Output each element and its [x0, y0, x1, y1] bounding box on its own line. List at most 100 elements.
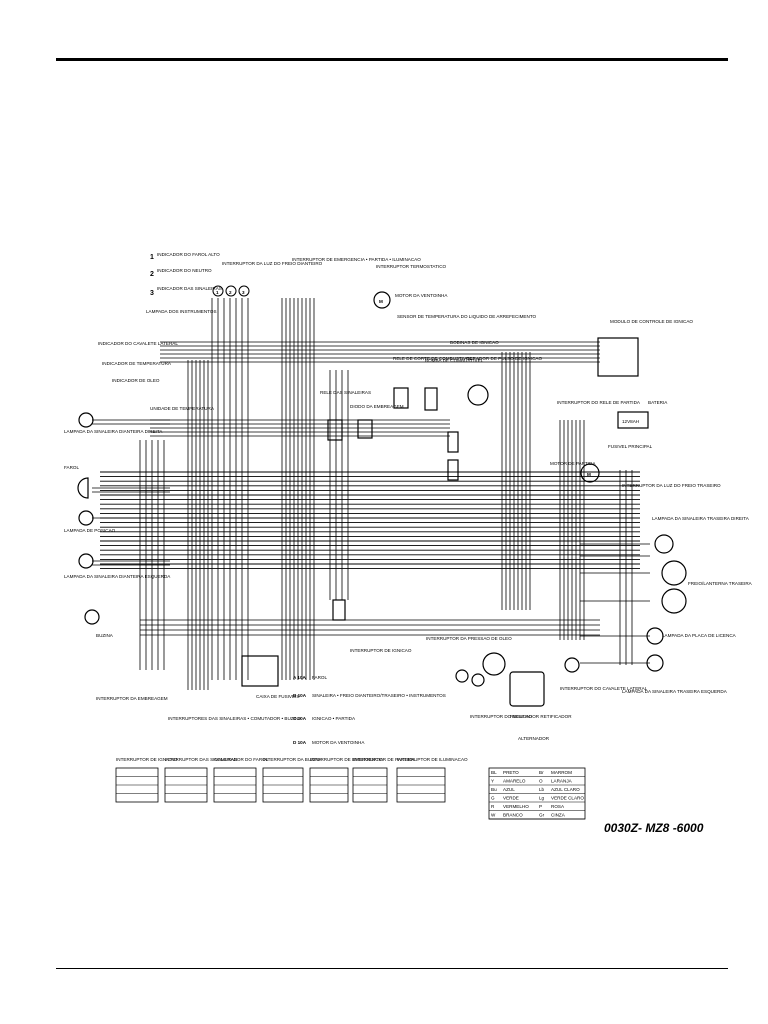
wire-harness: [92, 298, 650, 690]
label-caixa-fusiveis: CAIXA DE FUSIVEIS: [256, 694, 299, 699]
fuse-a-text: FAROL: [312, 675, 328, 680]
side-stand-switch-symbol: [564, 657, 580, 673]
regulator-symbol: [509, 671, 545, 707]
label-interruptor-ignicao: INTERRUPTOR DE IGNICAO: [350, 648, 412, 653]
label-interruptor-embreagem: INTERRUPTOR DA EMBREAGEM: [96, 696, 168, 701]
turn-relay: [327, 419, 343, 441]
fuse-d-rating: D 10A: [293, 740, 307, 745]
label-sinaleira-dianteira-esquerda: LAMPADA DA SINALEIRA DIANTEIRA ESQUERDA: [64, 574, 171, 579]
color-code-cell: Y: [491, 779, 494, 784]
switch-title-partida: INTERRUPTOR DE PARTIDA: [353, 757, 415, 762]
label-regulador: REGULADOR RETIFICADOR: [510, 714, 572, 719]
front-right-turn-lamp: [78, 412, 94, 428]
label-sinaleira-traseira-direita: LAMPADA DA SINALEIRA TRASEIRA DIREITA: [652, 516, 750, 521]
label-indicador-oleo: INDICADOR DE OLEO: [112, 378, 160, 383]
label-lampada-posicao: LAMPADA DE POSICAO: [64, 528, 116, 533]
svg-text:M: M: [587, 472, 591, 477]
label-bateria: BATERIA: [648, 400, 668, 405]
horn-symbol: [84, 609, 100, 625]
color-code-cell: O: [539, 779, 543, 784]
rear-right-turn-lamp: [654, 534, 674, 554]
label-motor-ventoinha: MOTOR DA VENTOINHA: [395, 293, 448, 298]
color-code-cell: AZUL: [503, 787, 515, 792]
legend-text-3: INDICADOR DAS SINALEIRAS: [157, 286, 222, 291]
label-buzina: BUZINA: [96, 633, 114, 638]
bottom-rule: [56, 968, 728, 969]
color-code-cell: VERDE: [503, 796, 519, 801]
label-interruptor-emergencia: INTERRUPTOR DE EMERGENCIA • PARTIDA • IL…: [292, 257, 421, 262]
color-code-cell: PRETO: [503, 770, 519, 775]
color-code-cell: AMARELO: [503, 779, 526, 784]
color-code-cell: Lb: [539, 787, 545, 792]
neutral-switch-symbol: [471, 673, 485, 687]
legend-num-3: 3: [150, 290, 154, 297]
switch-title-farol: COMUTADOR DO FAROL: [214, 757, 269, 762]
ignition-module: [597, 337, 639, 377]
switch-title-buzina: INTERRUPTOR DA BUZINA: [263, 757, 323, 762]
fuse-box-symbol: [241, 655, 279, 687]
label-interruptor-pressao-oleo: INTERRUPTOR DA PRESSAO DE OLEO: [426, 636, 512, 641]
label-indicador-temperatura: INDICADOR DE TEMPERATURA: [102, 361, 172, 366]
color-code-cell: VERMELHO: [503, 804, 529, 809]
alternator-symbol: [482, 652, 506, 676]
battery-symbol: [617, 411, 649, 429]
color-code-cell: Gr: [539, 813, 545, 818]
color-code-cell: BL: [491, 770, 497, 775]
color-code-cell: Bu: [491, 787, 497, 792]
switch-title-emergencia: INTERRUPTOR DE EMERGENCIA: [310, 757, 384, 762]
label-bobinas-ignicao: BOBINAS DE IGNICAO: [450, 340, 499, 345]
component-labels: LAMPADA DOS INSTRUMENTOS INTERRUPTOR DA …: [64, 257, 753, 741]
top-rule: [56, 58, 728, 61]
label-rele-sinaleiras: RELE DAS SINALEIRAS: [320, 390, 371, 395]
color-code-cell: MARROM: [551, 770, 572, 775]
label-interruptor-rele-partida: INTERRUPTOR DO RELE DE PARTIDA: [557, 400, 641, 405]
legend-text-2: INDICADOR DO NEUTRO: [157, 268, 212, 273]
oil-pressure-switch-symbol: [455, 669, 469, 683]
label-farol: FAROL: [64, 465, 80, 470]
label-rele-corte: RELE DE CORTE DE COMBUSTIVEL: [393, 356, 472, 361]
legend-num-1: 1: [150, 254, 154, 261]
label-lampada-instrumentos: LAMPADA DOS INSTRUMENTOS: [146, 309, 217, 314]
fuse-a-rating: A 10A: [293, 675, 307, 680]
fuse-b-text: SINALEIRA • FREIO DIANTEIRO/TRASEIRO • I…: [312, 693, 446, 698]
fuel-cut-relay: [393, 387, 409, 409]
label-fusivel-principal: FUSIVEL PRINCIPAL: [608, 444, 653, 449]
fuse-d-text: MOTOR DA VENTOINHA: [312, 740, 365, 745]
switch-title-iluminacao: INTERRUPTOR DE ILUMINACAO: [397, 757, 468, 762]
label-freio-lanterna: FREIO/LANTERNA TRASEIRA: [688, 581, 753, 586]
fuse-c-rating: C 10A: [293, 716, 307, 721]
position-lamp: [78, 510, 94, 526]
label-motor-partida: MOTOR DE PARTIDA: [550, 461, 596, 466]
components: M M 12V8AH: [77, 291, 687, 707]
label-interruptor-luz-freio-dianteiro: INTERRUPTOR DA LUZ DO FREIO DIANTEIRO: [222, 261, 323, 266]
color-code-cell: Lg: [539, 796, 545, 801]
switch-tables: INTERRUPTOR DE IGNICAO INTERRUPTOR DAS S…: [115, 757, 468, 803]
indicator-bulbs: 1 2 3: [212, 285, 250, 297]
pulse-generator: [467, 384, 489, 406]
rear-left-turn-lamp: [646, 654, 664, 672]
ignition-coil-1: [447, 431, 459, 453]
label-lampada-placa: LAMPADA DA PLACA DE LICENCA: [662, 633, 737, 638]
fuse-c-text: IGNICAO • PARTIDA: [312, 716, 356, 721]
svg-text:2: 2: [229, 290, 232, 295]
label-sinaleira-traseira-esquerda: LAMPADA DA SINALEIRA TRASEIRA ESQUERDA: [622, 689, 728, 694]
color-code-cell: CINZA: [551, 813, 566, 818]
fuel-pump: [424, 387, 438, 411]
svg-text:12V8AH: 12V8AH: [622, 419, 639, 424]
license-lamp: [646, 627, 664, 645]
indicator-legend: 1 INDICADOR DO FAROL ALTO 2 INDICADOR DO…: [150, 252, 222, 297]
label-gerador-pulso: GERADOR DE PULSO DE IGNICAO: [466, 356, 542, 361]
label-diodo-embreagem: DIODO DA EMBREAGEM: [350, 404, 404, 409]
fuse-b-rating: B 10A: [293, 693, 307, 698]
label-indicador-cavalete: INDICADOR DO CAVALETE LATERAL: [98, 341, 178, 346]
front-left-turn-lamp: [78, 553, 94, 569]
color-code-cell: AZUL CLARO: [551, 787, 580, 792]
switch-title-sinaleiras: INTERRUPTOR DAS SINALEIRAS: [165, 757, 237, 762]
color-code-cell: ROSA: [551, 804, 565, 809]
label-modulo-ignicao: MODULO DE CONTROLE DE IGNICAO: [610, 319, 693, 324]
brake-tail-lamp-2: [661, 588, 687, 614]
ignition-coil-2: [447, 459, 459, 481]
svg-text:M: M: [379, 299, 383, 304]
